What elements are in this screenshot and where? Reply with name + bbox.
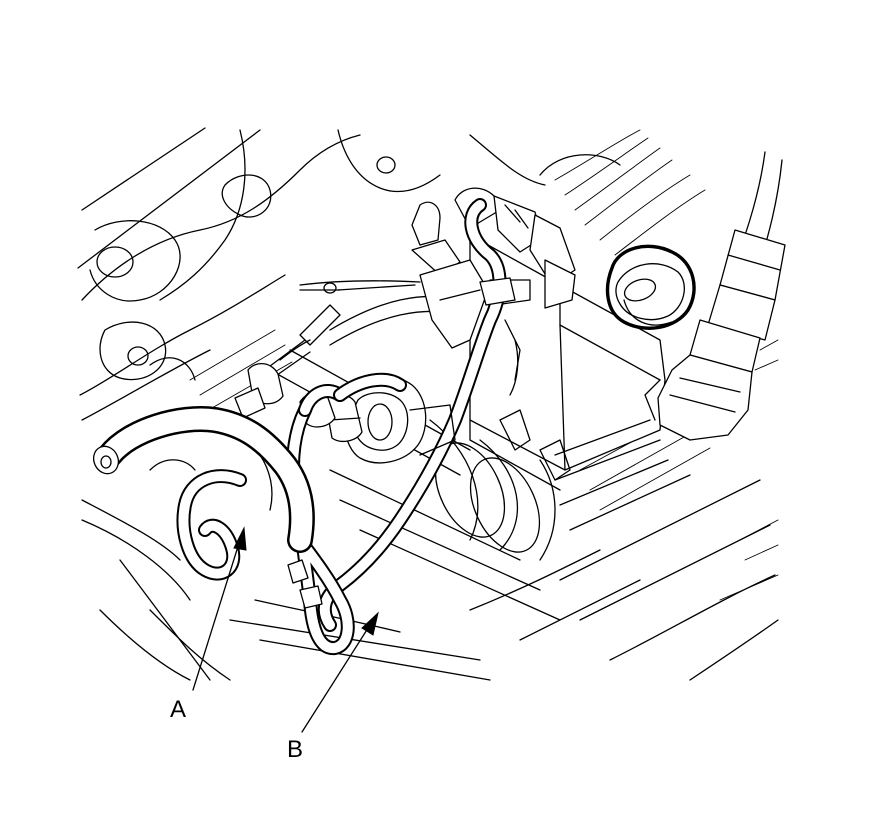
- breather-fittings: [299, 187, 576, 396]
- callout-a-leader: [192, 526, 247, 691]
- callout-b-label: B: [287, 736, 303, 763]
- grommet-plug: [605, 244, 696, 330]
- breather-hose-a: [92, 406, 315, 581]
- solenoid-connector: [234, 304, 456, 464]
- callout-a-label: A: [170, 696, 186, 723]
- transmission-case: [77, 127, 779, 681]
- vent-tube-b: [317, 198, 516, 632]
- cooler-line-fitting: [644, 151, 786, 441]
- callout-b-leader: [301, 611, 379, 733]
